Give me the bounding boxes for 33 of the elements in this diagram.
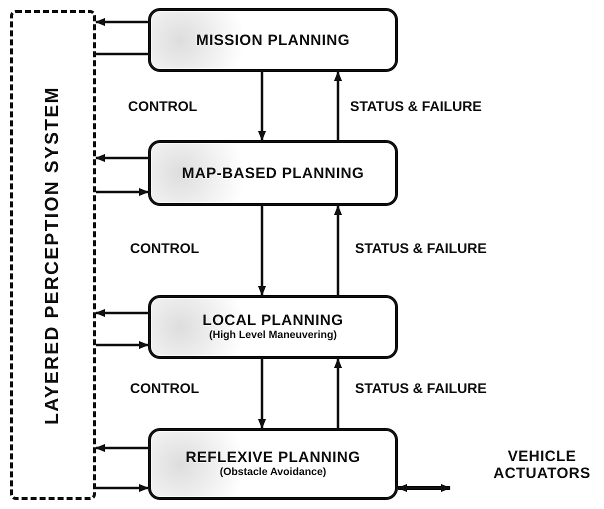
edge-label: STATUS & FAILURE [350,98,482,114]
process-box [148,140,398,206]
frame-title: LAYERED PERCEPTION SYSTEM [42,86,64,424]
arrow [95,444,148,452]
arrow [96,484,149,492]
edge-label: CONTROL [130,240,200,256]
edge-label: CONTROL [128,98,198,114]
arrow [96,341,149,349]
box-title: MISSION PLANNING [196,32,350,48]
process-box [148,8,398,72]
arrow [95,154,148,162]
arrow [397,484,451,492]
system-frame [10,10,96,500]
box-subtitle: (Obstacle Avoidance) [220,466,326,479]
arrow [334,358,342,428]
arrow [95,309,148,317]
box-title: REFLEXIVE PLANNING [186,449,360,466]
process-box [148,295,398,359]
box-title: MAP-BASED PLANNING [182,164,364,182]
box-subtitle: (High Level Maneuvering) [209,329,337,342]
arrow [258,72,266,141]
process-box [148,428,398,500]
box-title: VEHICLE ACTUATORS [492,448,592,482]
arrow [334,205,342,295]
edge-label: STATUS & FAILURE [355,380,487,396]
arrow [258,359,266,429]
arrow [334,71,342,140]
edge-label: STATUS & FAILURE [355,240,487,256]
arrow [96,188,149,196]
edge-label: CONTROL [130,380,200,396]
arrow [95,18,148,26]
arrow [258,206,266,296]
box-title: LOCAL PLANNING [202,312,344,329]
